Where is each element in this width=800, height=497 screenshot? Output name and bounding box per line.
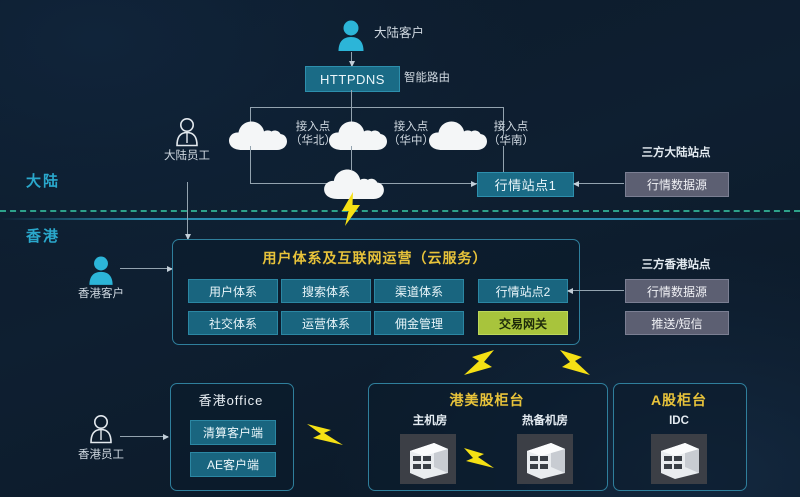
arrow-hk-source-to-quote2 [567, 287, 624, 294]
aggregator-cloud-icon [323, 168, 385, 201]
mainland-staff-icon [175, 117, 199, 147]
ap-south-sub: （华南） [488, 135, 534, 147]
hkus-backup-room-server-icon [517, 434, 573, 484]
arrow-mainland-source-to-quote1 [573, 180, 624, 187]
bolt-gateway-to-ashare [558, 348, 592, 378]
module-operation-system[interactable]: 运营体系 [281, 311, 371, 335]
hongkong-customer-label: 香港客户 [78, 288, 124, 300]
module-social-system[interactable]: 社交体系 [188, 311, 278, 335]
httpdns-note: 智能路由 [404, 72, 450, 84]
access-point-north-label: 接入点 （华北） [290, 120, 336, 148]
arrow-hk-staff-to-office [120, 433, 169, 440]
region-label-hongkong: 香港 [26, 228, 61, 245]
hk-office-clearing-client[interactable]: 清算客户端 [190, 420, 276, 445]
ap-north-sub: （华北） [290, 135, 336, 147]
module-search-system[interactable]: 搜索体系 [281, 279, 371, 303]
access-point-south-icon [428, 120, 488, 152]
httpdns-box[interactable]: HTTPDNS [305, 66, 400, 92]
connector-ap-central-down [351, 146, 352, 170]
connector-httpdns-bus [250, 107, 503, 108]
bolt-gateway-to-hkus [462, 348, 496, 378]
access-point-north-icon [228, 120, 288, 152]
connector-httpdns-down [351, 90, 352, 107]
bolt-between-rooms [462, 446, 496, 470]
connector-to-ap-south [503, 107, 504, 134]
ap-central-title: 接入点 [393, 121, 429, 133]
hk-office-ae-client[interactable]: AE客户端 [190, 452, 276, 477]
hkus-main-room-label: 主机房 [412, 415, 448, 427]
third-party-hk-title: 三方香港站点 [641, 259, 711, 271]
a-share-counter-title: A股柜台 [650, 392, 708, 408]
third-party-hk-source[interactable]: 行情数据源 [625, 279, 729, 303]
access-point-central-label: 接入点 （华中） [388, 120, 434, 148]
a-share-idc-label: IDC [669, 415, 689, 427]
mainland-customer-icon [337, 19, 365, 51]
a-share-idc-server-icon [651, 434, 707, 484]
arrow-hk-customer-to-panel [120, 265, 173, 272]
connector-ap-south-down [503, 146, 504, 183]
bolt-cloud-to-hk [340, 192, 362, 226]
hkus-backup-room-label: 热备机房 [522, 415, 568, 427]
module-channel-system[interactable]: 渠道体系 [374, 279, 464, 303]
mainland-staff-label: 大陆员工 [164, 150, 210, 162]
module-user-system[interactable]: 用户体系 [188, 279, 278, 303]
hongkong-staff-label: 香港员工 [78, 449, 124, 461]
hk-office-title: 香港office [198, 393, 264, 408]
arrow-customer-to-httpdns [348, 52, 355, 67]
mainland-customer-label: 大陆客户 [374, 26, 425, 40]
ap-south-title: 接入点 [493, 121, 529, 133]
module-trade-gateway[interactable]: 交易网关 [478, 311, 568, 335]
hkus-counter-title: 港美股柜台 [449, 392, 525, 408]
hongkong-staff-icon [89, 414, 113, 444]
third-party-mainland-title: 三方大陆站点 [641, 147, 711, 159]
region-divider [0, 210, 800, 212]
quote-site-1-box[interactable]: 行情站点1 [477, 172, 574, 197]
hkus-main-room-server-icon [400, 434, 456, 484]
third-party-hk-push-sms[interactable]: 推送/短信 [625, 311, 729, 335]
connector-ap-north-down [250, 146, 251, 183]
bolt-office-to-counter [305, 421, 345, 447]
region-divider-glow [0, 218, 800, 220]
access-point-south-label: 接入点 （华南） [488, 120, 534, 148]
cloud-services-panel-title: 用户体系及互联网运营（云服务） [262, 250, 488, 266]
arrow-aggregator-to-quote1 [385, 180, 477, 187]
connector-to-ap-central [351, 107, 352, 134]
hongkong-customer-icon [88, 255, 114, 285]
module-quote-site-2[interactable]: 行情站点2 [478, 279, 568, 303]
ap-north-title: 接入点 [295, 121, 331, 133]
access-point-central-icon [328, 120, 388, 152]
region-label-mainland: 大陆 [26, 173, 61, 190]
ap-central-sub: （华中） [388, 135, 434, 147]
connector-to-ap-north [250, 107, 251, 134]
third-party-mainland-source[interactable]: 行情数据源 [625, 172, 729, 197]
module-commission-management[interactable]: 佣金管理 [374, 311, 464, 335]
arrow-mainland-staff-to-panel [184, 182, 191, 240]
